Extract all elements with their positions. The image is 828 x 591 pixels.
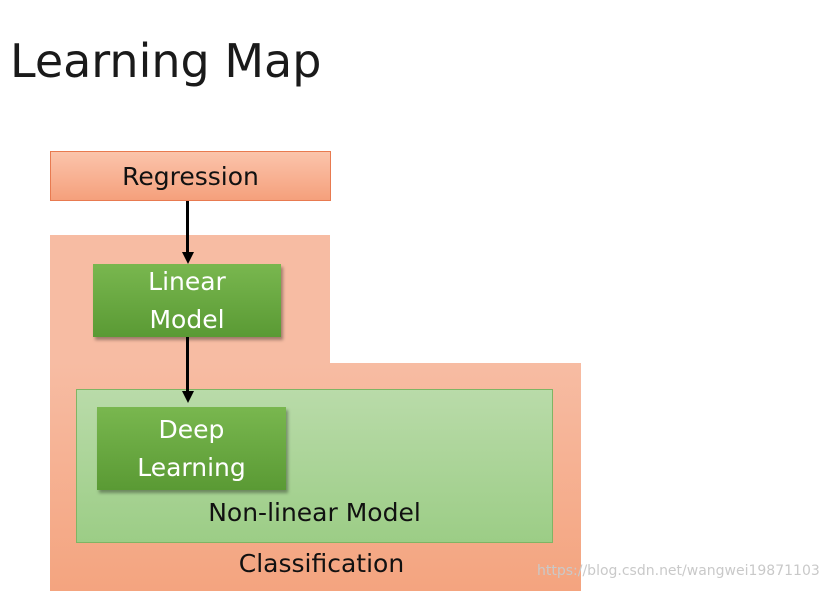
watermark-text: https://blog.csdn.net/wangwei19871103 bbox=[537, 563, 820, 579]
deep-learning-label: Deep Learning bbox=[137, 414, 246, 482]
linear-model-label: Linear Model bbox=[148, 266, 226, 334]
deep-learning-node: Deep Learning bbox=[97, 407, 286, 490]
non-linear-model-label: Non-linear Model bbox=[208, 498, 421, 527]
arrow-linear-to-deep-line bbox=[186, 337, 189, 392]
arrow-regression-to-linear-line bbox=[186, 201, 189, 253]
arrow-regression-to-linear-head bbox=[181, 252, 194, 264]
arrow-linear-to-deep-head bbox=[181, 391, 194, 403]
regression-label: Regression bbox=[122, 161, 259, 191]
classification-label: Classification bbox=[238, 549, 405, 578]
linear-model-node: Linear Model bbox=[93, 264, 281, 337]
regression-node: Regression bbox=[50, 151, 331, 201]
page-title: Learning Map bbox=[10, 34, 322, 88]
